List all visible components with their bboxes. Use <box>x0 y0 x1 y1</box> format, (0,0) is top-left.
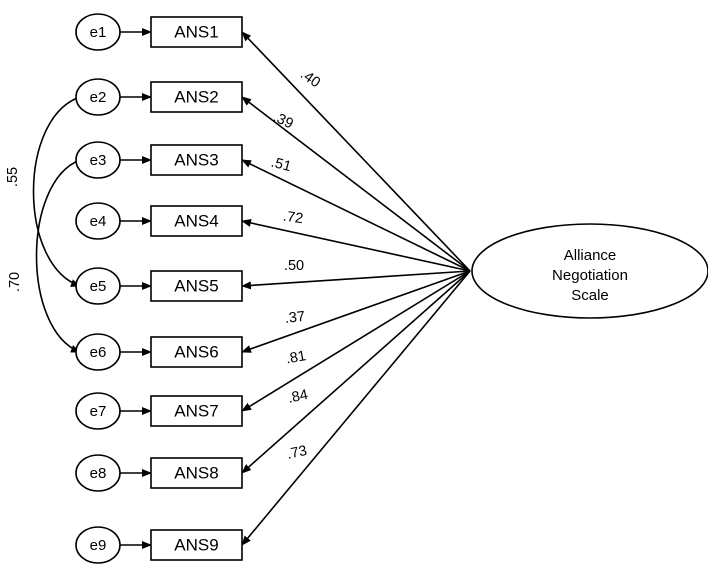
indicator-label-ans5: ANS5 <box>174 276 218 295</box>
loading-label-ans1: .40 <box>297 67 323 92</box>
loading-path-ans9 <box>241 270 471 546</box>
loading-label-ans9: .73 <box>285 443 308 463</box>
covariance-label-e2-e5: .55 <box>5 167 21 187</box>
covariance-arcs: .55 .70 <box>5 90 90 353</box>
loading-label-ans3: .51 <box>269 154 293 175</box>
latent-factor-ellipse <box>471 223 708 319</box>
error-label-e3: e3 <box>90 152 107 169</box>
loading-path-ans6 <box>241 270 471 353</box>
error-label-e6: e6 <box>90 344 107 361</box>
loading-path-ans7 <box>241 270 471 412</box>
covariance-arc-e2-e5 <box>32 90 90 287</box>
loading-path-ans4 <box>241 219 471 272</box>
loading-label-ans4: .72 <box>282 209 304 228</box>
indicator-label-ans1: ANS1 <box>174 22 218 41</box>
factor-label-line-3: Scale <box>571 287 609 304</box>
indicator-box-ans6 <box>150 336 243 368</box>
indicator-box-ans4 <box>150 205 243 237</box>
loading-path-ans8 <box>241 270 471 474</box>
error-label-e5: e5 <box>90 278 107 295</box>
indicator-label-ans4: ANS4 <box>174 211 218 230</box>
loading-path-ans2 <box>241 96 471 272</box>
error-label-e4: e4 <box>90 213 107 230</box>
indicator-box-ans5 <box>150 270 243 302</box>
loading-label-ans6: .37 <box>284 309 306 327</box>
loading-label-ans8: .84 <box>286 387 309 407</box>
indicator-box-ans7 <box>150 395 243 427</box>
error-label-e7: e7 <box>90 403 107 420</box>
indicator-box-ans9 <box>150 529 243 561</box>
error-label-e1: e1 <box>90 24 107 41</box>
covariance-arc-e3-e6 <box>35 153 90 353</box>
factor-label-line-2: Negotiation <box>552 267 628 284</box>
error-terms: e1 e2 e3 e4 e5 e6 e7 e8 e9 <box>75 13 152 564</box>
loading-path-ans5 <box>241 270 471 290</box>
loading-path-ans3 <box>241 159 471 272</box>
loading-label-ans7: .81 <box>285 348 308 367</box>
loading-label-ans2: .39 <box>271 109 296 132</box>
factor-loading-paths <box>241 31 471 546</box>
indicator-label-ans7: ANS7 <box>174 401 218 420</box>
indicator-label-ans3: ANS3 <box>174 150 218 169</box>
error-label-e2: e2 <box>90 89 107 106</box>
indicator-box-ans2 <box>150 81 243 113</box>
loading-labels: .40.39 .51 .72 .50 .37 .81 .84 .73 <box>269 67 323 463</box>
loading-path-ans1 <box>241 31 471 272</box>
indicator-label-ans6: ANS6 <box>174 342 218 361</box>
loading-label-ans5: .50 <box>284 258 304 274</box>
indicator-box-ans8 <box>150 457 243 489</box>
indicator-box-ans3 <box>150 144 243 176</box>
indicator-box-ans1 <box>150 16 243 48</box>
covariance-label-e3-e6: .70 <box>7 272 23 292</box>
indicator-label-ans8: ANS8 <box>174 463 218 482</box>
latent-factor: Alliance Negotiation Scale <box>471 223 708 319</box>
error-label-e8: e8 <box>90 465 107 482</box>
error-label-e9: e9 <box>90 537 107 554</box>
indicator-label-ans2: ANS2 <box>174 87 218 106</box>
indicator-label-ans9: ANS9 <box>174 535 218 554</box>
factor-label-line-1: Alliance <box>564 247 617 264</box>
